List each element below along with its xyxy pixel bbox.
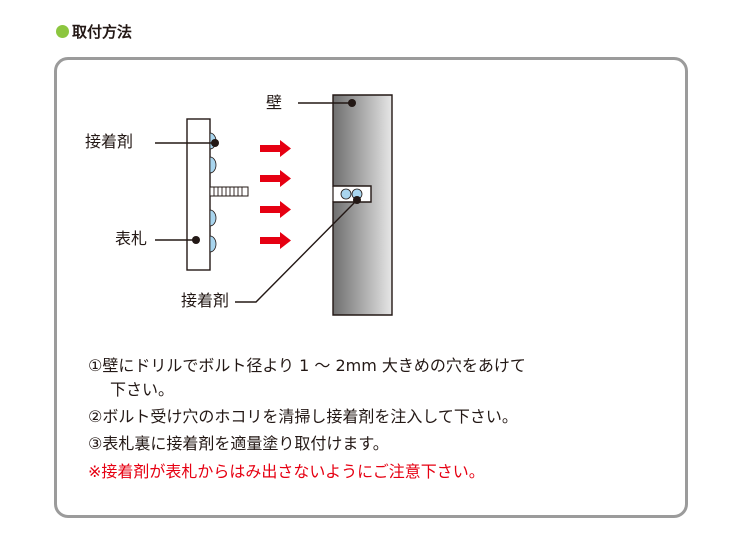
bolt-icon bbox=[209, 186, 249, 197]
wall-block bbox=[332, 94, 393, 316]
direction-arrows bbox=[260, 140, 291, 249]
step-text: ③表札裏に接着剤を適量塗り取付けます。 bbox=[88, 434, 389, 453]
label-wall: 壁 bbox=[266, 93, 283, 112]
leader-lines bbox=[155, 102, 358, 303]
step-1: ①壁にドリルでボルト径より 1 ～ 2mm 大きめの穴をあけて 下さい。 bbox=[88, 354, 668, 402]
nameplate-board bbox=[186, 118, 211, 271]
warning-note: ※接着剤が表札からはみ出さないようにご注意下さい。 bbox=[88, 462, 485, 481]
hole-adhesive-dots bbox=[340, 188, 363, 200]
instruction-steps: ①壁にドリルでボルト径より 1 ～ 2mm 大きめの穴をあけて 下さい。 ②ボル… bbox=[88, 354, 668, 484]
step-text: ②ボルト受け穴のホコリを清掃し接着剤を注入して下さい。 bbox=[88, 407, 518, 426]
step-2: ②ボルト受け穴のホコリを清掃し接着剤を注入して下さい。 bbox=[88, 405, 668, 429]
label-adhesive-bottom: 接着剤 bbox=[181, 291, 230, 310]
label-adhesive-top: 接着剤 bbox=[85, 132, 134, 151]
section-title: 取付方法 bbox=[72, 22, 133, 41]
step-text: 下さい。 bbox=[110, 380, 175, 399]
green-bullet-icon bbox=[56, 24, 69, 38]
section-heading: 取付方法 bbox=[56, 20, 132, 42]
step-text: ①壁にドリルでボルト径より 1 ～ 2mm 大きめの穴をあけて bbox=[88, 356, 526, 375]
arrow-right-icon bbox=[260, 232, 291, 249]
arrow-right-icon bbox=[260, 170, 291, 187]
step-3: ③表札裏に接着剤を適量塗り取付けます。 bbox=[88, 432, 668, 456]
label-nameplate: 表札 bbox=[115, 229, 148, 248]
arrow-right-icon bbox=[260, 201, 291, 218]
leader-dots bbox=[192, 99, 361, 244]
arrow-right-icon bbox=[260, 140, 291, 157]
